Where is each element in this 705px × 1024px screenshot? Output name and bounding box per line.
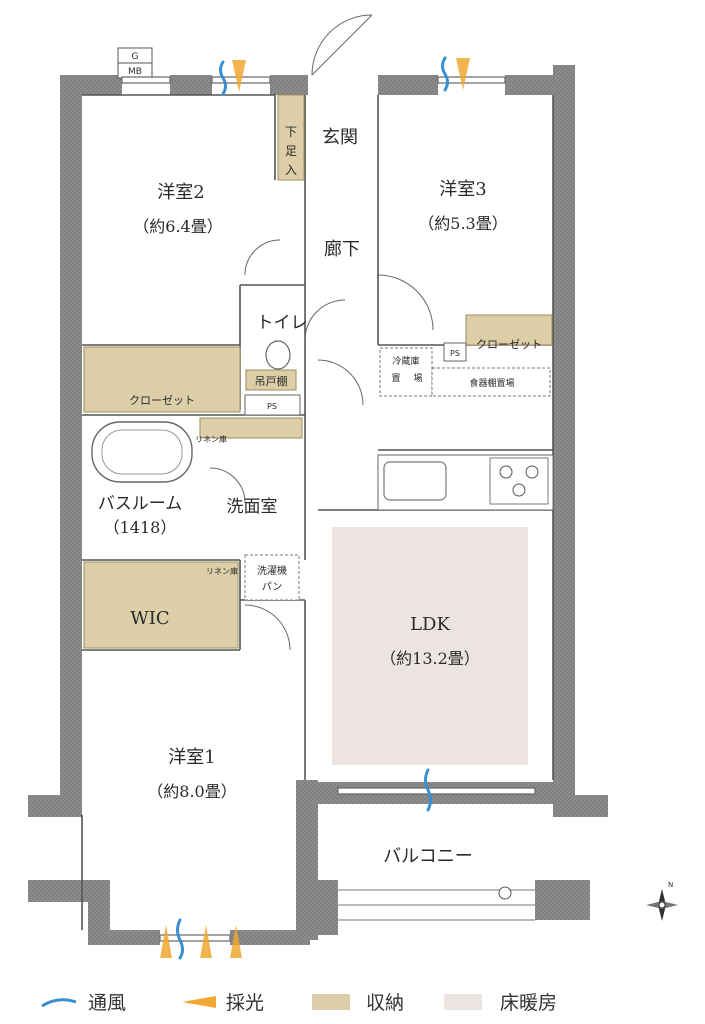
legend: 通風 採光 収納 床暖房 xyxy=(0,982,705,1022)
shoe-box-label-3: 入 xyxy=(285,163,297,177)
legend-storage-label: 収納 xyxy=(366,992,405,1014)
room-entrance: 玄関 xyxy=(322,127,358,148)
compass-north-label: N xyxy=(668,881,673,889)
bathtub xyxy=(91,421,193,483)
room-bathroom-size: （1418） xyxy=(104,518,177,537)
room-western1-name: 洋室1 xyxy=(168,747,215,768)
storage-areas xyxy=(83,94,553,649)
meter-g-label: G xyxy=(132,52,139,62)
ventilation-markers xyxy=(176,56,449,960)
balcony-faucet xyxy=(498,886,512,900)
legend-light-swatch xyxy=(182,996,216,1008)
linen-2-label: リネン庫 xyxy=(206,566,238,576)
doors xyxy=(209,14,434,651)
shoe-box-label-1: 下 xyxy=(285,125,297,139)
room-washroom: 洗面室 xyxy=(227,497,278,517)
hanging-shelf-label: 吊戸棚 xyxy=(255,374,288,388)
legend-wind-label: 通風 xyxy=(88,992,127,1014)
light-marker-4 xyxy=(200,925,212,958)
toilet-fixture xyxy=(265,340,291,370)
legend-floor-heating-swatch xyxy=(444,994,482,1010)
wind-marker-2 xyxy=(441,56,449,92)
room-western3-name: 洋室3 xyxy=(439,179,486,200)
meter-box: G MB xyxy=(117,47,153,79)
meter-mb-label: MB xyxy=(128,67,142,77)
floor-heating-zone xyxy=(332,527,528,765)
washer-label-2: パン xyxy=(262,581,283,593)
wind-marker-1 xyxy=(219,60,227,96)
wind-marker-4 xyxy=(176,918,184,960)
room-wic: WIC xyxy=(130,608,169,629)
fridge-label-2: 置 xyxy=(391,373,400,384)
closet-w2-label: クローゼット xyxy=(129,394,195,407)
washer-label-1: 洗濯機 xyxy=(257,564,287,577)
kitchen-appliance-spaces xyxy=(379,347,551,397)
compass-rose: N xyxy=(646,881,678,921)
light-marker-5 xyxy=(230,925,242,958)
room-western2-size: （約6.4畳） xyxy=(133,217,222,236)
room-ldk-name: LDK xyxy=(410,614,450,635)
pipe-spaces xyxy=(244,342,467,416)
legend-light-label: 採光 xyxy=(226,992,265,1014)
shoe-box-label-2: 足 xyxy=(285,144,297,158)
ps-label-1: PS xyxy=(267,402,277,411)
washer-pan xyxy=(244,554,300,601)
light-marker-3 xyxy=(160,925,172,958)
fridge-label-1: 冷蔵庫 xyxy=(392,355,419,367)
room-balcony: バルコニー xyxy=(383,846,473,867)
kitchen-counter xyxy=(377,454,554,511)
dish-shelf-label: 食器棚置場 xyxy=(469,377,514,389)
room-bathroom-name: バスルーム xyxy=(98,494,183,514)
room-western2-name: 洋室2 xyxy=(157,182,204,203)
room-western3-size: （約5.3畳） xyxy=(418,214,507,233)
linen-1-label: リネン庫 xyxy=(195,434,227,444)
ps-label-2: PS xyxy=(450,349,460,358)
daylight-markers xyxy=(160,58,470,958)
light-marker-1 xyxy=(232,60,246,92)
room-ldk-size: （約13.2畳） xyxy=(380,649,480,668)
wind-marker-3 xyxy=(424,768,432,812)
room-toilet: トイレ xyxy=(257,313,308,333)
legend-wind-swatch xyxy=(41,998,77,1008)
legend-floor-heating-label: 床暖房 xyxy=(500,992,558,1014)
room-western1-size: （約8.0畳） xyxy=(147,782,236,801)
closet-w3-label: クローゼット xyxy=(476,338,542,351)
legend-storage-swatch xyxy=(312,994,350,1010)
light-marker-2 xyxy=(456,58,470,90)
fridge-label-3: 場 xyxy=(413,372,422,384)
room-corridor: 廊下 xyxy=(324,239,360,260)
